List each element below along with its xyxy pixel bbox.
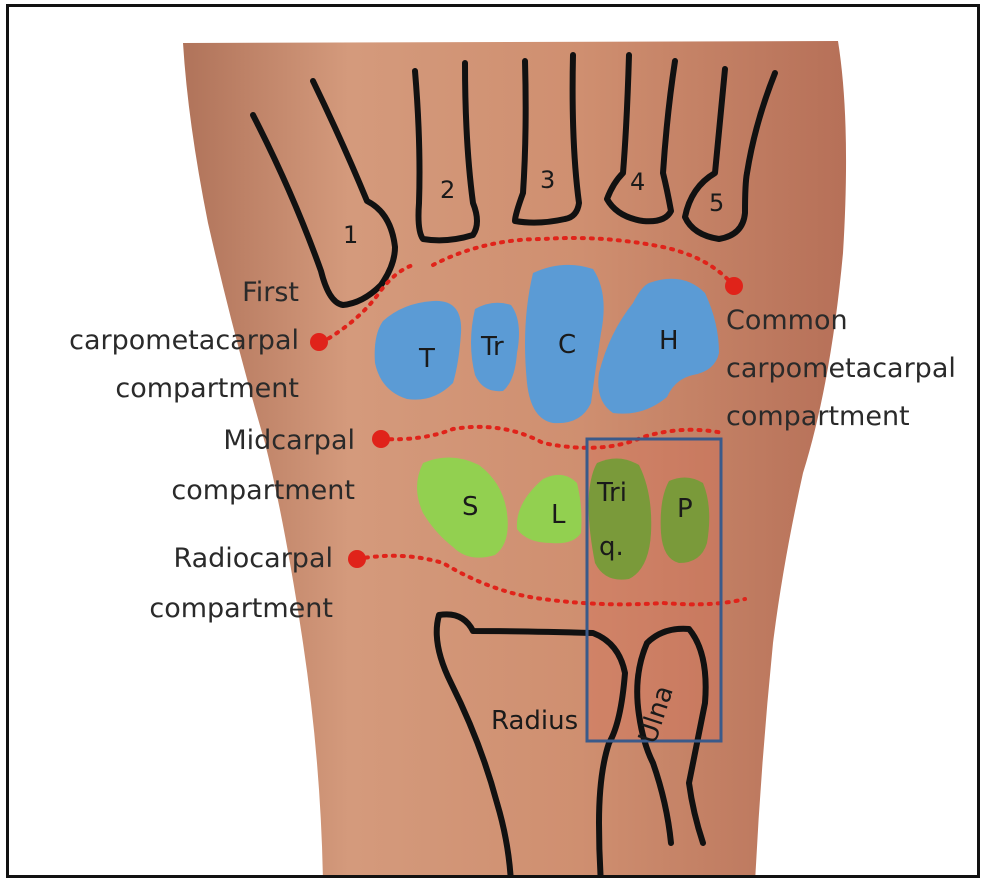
midcarpal-label-line2: compartment	[171, 475, 355, 506]
trapezium-label: T	[418, 344, 435, 374]
common-cmc-marker	[725, 277, 743, 295]
radiocarpal-label-line2: compartment	[149, 593, 333, 624]
first-cmc-label-line1: First	[242, 277, 299, 308]
radius-label: Radius	[491, 706, 578, 736]
wrist-anatomy-diagram: 1 2 3 4 5 T Tr C H S L Tri q. P Radius U…	[9, 7, 980, 878]
midcarpal-label-line1: Midcarpal	[223, 425, 355, 456]
common-cmc-label-line1: Common	[726, 305, 848, 336]
metacarpal-3-label: 3	[540, 166, 555, 194]
diagram-frame: 1 2 3 4 5 T Tr C H S L Tri q. P Radius U…	[6, 4, 980, 878]
common-cmc-label-line3: compartment	[726, 401, 910, 432]
radiocarpal-label-line1: Radiocarpal	[173, 543, 333, 574]
common-cmc-label-line2: carpometacarpal	[726, 353, 956, 384]
triquetrum-label-line2: q.	[599, 532, 624, 562]
metacarpal-2-label: 2	[440, 176, 455, 204]
hamate-label: H	[659, 326, 679, 356]
capitate-label: C	[558, 330, 576, 360]
first-cmc-label-line2: carpometacarpal	[69, 325, 299, 356]
midcarpal-marker	[372, 430, 390, 448]
first-cmc-label-line3: compartment	[115, 373, 299, 404]
metacarpal-5-label: 5	[709, 189, 724, 217]
scaphoid-label: S	[462, 492, 479, 522]
metacarpal-1-label: 1	[343, 221, 358, 249]
trapezoid-label: Tr	[480, 332, 504, 362]
lunate-label: L	[551, 500, 566, 530]
metacarpal-4-label: 4	[630, 168, 645, 196]
pisiform-label: P	[677, 494, 693, 524]
triquetrum-label-line1: Tri	[596, 478, 627, 508]
first-cmc-marker	[310, 333, 328, 351]
radiocarpal-marker	[348, 550, 366, 568]
